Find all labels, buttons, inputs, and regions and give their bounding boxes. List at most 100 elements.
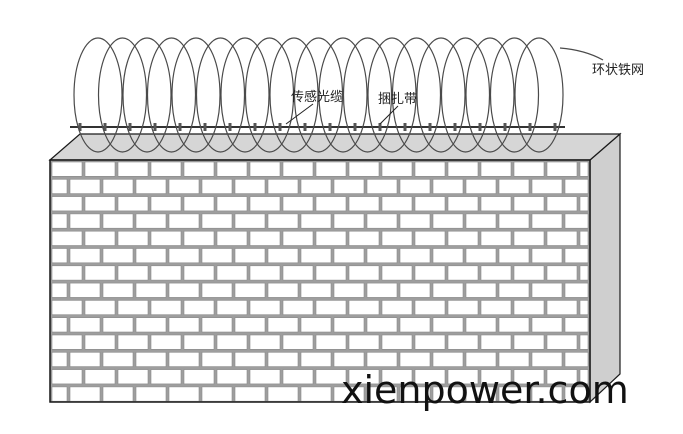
brick [267, 317, 299, 333]
brick [564, 351, 589, 367]
brick [480, 334, 512, 350]
cable-tie-label: 捆扎带 [378, 92, 417, 107]
brick [546, 300, 578, 315]
watermark-text: xienpower.com [341, 368, 629, 412]
brick [69, 351, 101, 367]
brick [498, 282, 530, 298]
brick [480, 300, 512, 315]
brick [348, 300, 380, 315]
brick [315, 369, 347, 385]
cable-tie-mark [503, 123, 507, 131]
brick [531, 179, 563, 194]
cable-tie-mark [203, 123, 207, 131]
cable-tie-mark [353, 123, 357, 131]
brick [84, 300, 116, 315]
brick [333, 248, 365, 264]
brick [498, 248, 530, 264]
brick [117, 369, 149, 385]
brick [249, 161, 281, 177]
brick [201, 282, 233, 298]
wire-coil [244, 37, 295, 153]
brick [84, 161, 116, 177]
cable-tie-mark [528, 123, 532, 131]
brick [183, 196, 215, 212]
brick [201, 213, 233, 229]
brick [414, 161, 446, 177]
cable-tie-mark [228, 123, 232, 131]
brick [447, 334, 479, 350]
brick [480, 161, 512, 177]
cable-tie-mark [478, 123, 482, 131]
cable-tie-mark [128, 123, 132, 131]
brick [366, 282, 398, 298]
brick [546, 265, 578, 281]
cable-tie-mark [428, 123, 432, 131]
brick [366, 351, 398, 367]
brick [216, 334, 248, 350]
brick [51, 317, 68, 333]
brick [102, 282, 134, 298]
cable-tie-mark [403, 123, 407, 131]
brick [513, 300, 545, 315]
brick [348, 265, 380, 281]
wall-side-face [589, 132, 621, 404]
brick [498, 386, 530, 402]
cable-tie-mark [78, 123, 82, 131]
brick [102, 351, 134, 367]
brick [150, 230, 182, 246]
brick [315, 161, 347, 177]
brick [234, 351, 266, 367]
brick [267, 282, 299, 298]
brick [333, 317, 365, 333]
wire-coil [97, 37, 148, 153]
brick [150, 334, 182, 350]
brick [381, 196, 413, 212]
cable-tie-mark [103, 123, 107, 131]
brick [498, 351, 530, 367]
brick [168, 386, 200, 402]
cable-tie-mark [303, 123, 307, 131]
brick [267, 179, 299, 194]
brick [51, 196, 83, 212]
brick [300, 248, 332, 264]
cable-tie-leader [379, 105, 399, 125]
brick [102, 179, 134, 194]
brick [564, 317, 589, 333]
brick [531, 317, 563, 333]
brick [366, 179, 398, 194]
brick [249, 196, 281, 212]
brick [282, 369, 314, 385]
brick [51, 351, 68, 367]
brick [249, 369, 281, 385]
brick [135, 248, 167, 264]
brick [117, 265, 149, 281]
brick [513, 230, 545, 246]
brick [69, 179, 101, 194]
brick [498, 213, 530, 229]
brick [399, 317, 431, 333]
brick [69, 386, 101, 402]
brick [498, 179, 530, 194]
brick [579, 334, 589, 350]
brick [51, 265, 83, 281]
brick [480, 196, 512, 212]
brick [399, 386, 431, 402]
brick [315, 300, 347, 315]
brick [183, 230, 215, 246]
brick [381, 230, 413, 246]
brick [333, 179, 365, 194]
razor-wire-label: 环状铁网 [592, 63, 644, 78]
brick [249, 334, 281, 350]
brick [300, 179, 332, 194]
brick [300, 317, 332, 333]
wire-coil [465, 37, 515, 153]
brick [333, 351, 365, 367]
cable-tie-mark [378, 123, 382, 131]
wire-coil [293, 37, 344, 153]
wire-coil [342, 37, 393, 153]
brick [465, 213, 497, 229]
brick [183, 334, 215, 350]
brick [564, 213, 589, 229]
brick [447, 300, 479, 315]
